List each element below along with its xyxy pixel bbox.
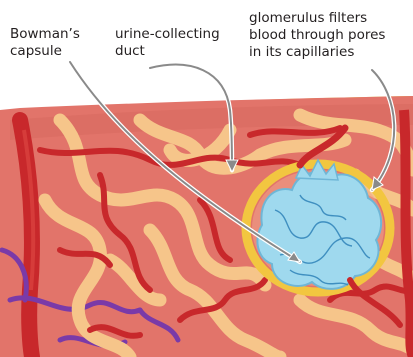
glomerulus — [257, 173, 381, 289]
